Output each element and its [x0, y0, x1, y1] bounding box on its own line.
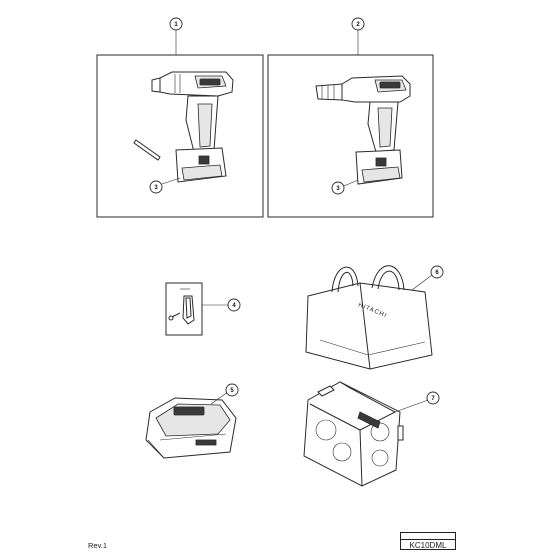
frame-drill-driver: [267, 54, 434, 218]
callout-6: 6: [430, 265, 444, 279]
callout-3a-label: 3: [154, 185, 158, 191]
callout-3b-label: 3: [336, 186, 340, 192]
model-code: KC10DML: [409, 541, 447, 550]
leader-line-5: [210, 391, 229, 405]
leader-line-3b: [343, 179, 359, 187]
model-box-header: [401, 533, 455, 540]
carrying-case-illustration: [303, 381, 404, 487]
leader-line-6: [411, 274, 433, 291]
callout-5-label: 5: [230, 388, 234, 394]
callout-4: 4: [227, 298, 241, 312]
callout-1-label: 1: [174, 22, 178, 28]
leader-line-7: [394, 399, 429, 413]
callout-1: 1: [169, 17, 183, 31]
callout-3a: 3: [149, 180, 163, 194]
belt-hook-kit-illustration: [165, 282, 203, 336]
impact-driver-illustration: [133, 71, 234, 183]
tool-bag-illustration: HITACHI: [305, 265, 433, 370]
leader-line-3a: [161, 177, 181, 185]
revision-label: Rev.1: [88, 541, 108, 550]
callout-7-label: 7: [431, 396, 435, 402]
callout-3b: 3: [331, 181, 345, 195]
callout-2: 2: [351, 17, 365, 31]
battery-charger-illustration: [145, 397, 237, 459]
drill-driver-illustration: [315, 75, 411, 185]
callout-7: 7: [426, 391, 440, 405]
model-box-cell: [428, 533, 455, 539]
belt-hook-card: [165, 282, 203, 336]
frame-impact-driver: [96, 54, 264, 218]
callout-5: 5: [225, 383, 239, 397]
callout-4-label: 4: [232, 303, 236, 309]
callout-2-label: 2: [356, 22, 360, 28]
model-box: KC10DML: [400, 532, 456, 550]
callout-6-label: 6: [435, 270, 439, 276]
model-box-cell: [401, 533, 428, 539]
